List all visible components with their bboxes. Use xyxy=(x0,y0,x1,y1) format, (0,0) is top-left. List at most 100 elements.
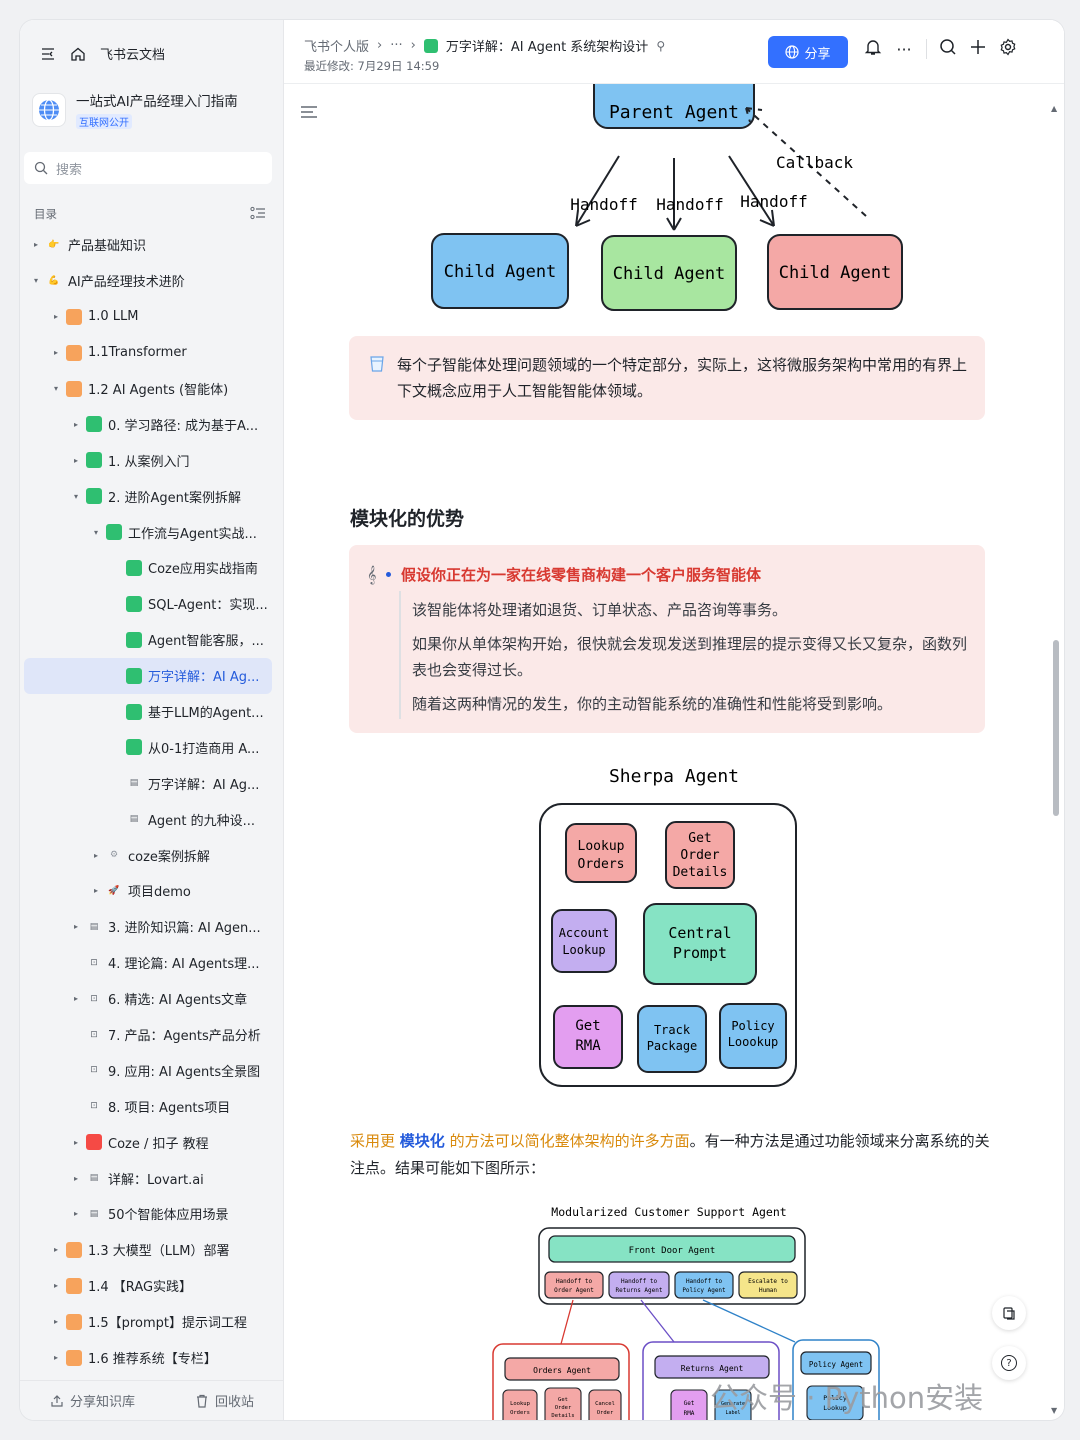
toc-item-label: 从0-1打造商用 A... xyxy=(148,741,260,757)
toc-item[interactable]: ▸1.6 推荐系统【专栏】 xyxy=(24,1340,272,1376)
toc-item[interactable]: ▸▤3. 进阶知识篇: AI Agen... xyxy=(24,909,272,945)
toc-item-label: 2. 进阶Agent案例拆解 xyxy=(108,490,242,506)
toc-item[interactable]: ⊡4. 理论篇: AI Agents理... xyxy=(24,945,272,981)
toc-item[interactable]: ⊡9. 应用: AI Agents全景图 xyxy=(24,1052,272,1088)
chevron-right-icon[interactable]: ▸ xyxy=(73,419,78,429)
chevron-right-icon[interactable]: ▸ xyxy=(93,886,98,896)
toc-item[interactable]: ▾工作流与Agent实战... xyxy=(24,514,272,550)
toc-item[interactable]: ▸1.0 LLM xyxy=(24,299,272,335)
toc-item[interactable]: SQL-Agent：实现... xyxy=(24,586,272,622)
add-icon[interactable] xyxy=(969,38,987,60)
doc-box-icon: ⊡ xyxy=(90,957,98,968)
para-highlight: 模块化 xyxy=(399,1132,445,1150)
toc-item[interactable]: ⊡8. 项目: Agents项目 xyxy=(24,1088,272,1124)
chevron-right-icon[interactable]: ▸ xyxy=(53,312,58,322)
pin-icon[interactable]: ⚲ xyxy=(656,38,666,53)
toc-item[interactable]: ▸▤详解：Lovart.ai xyxy=(24,1160,272,1196)
sherpa-agent-diagram: Sherpa Agent Lookup Orders Get Order Det… xyxy=(539,766,797,1087)
chevron-down-icon[interactable]: ▾ xyxy=(33,276,38,286)
chevron-right-icon[interactable]: ▸ xyxy=(53,1317,58,1327)
globe-logo-icon xyxy=(32,93,66,127)
doc-tool-button[interactable] xyxy=(992,1296,1026,1330)
chevron-right-icon[interactable]: ▸ xyxy=(73,994,78,1004)
search-input[interactable]: 搜索 xyxy=(24,152,272,184)
scroll-down-arrow[interactable]: ▼ xyxy=(1051,1406,1058,1415)
scrollbar[interactable]: ▲ ▼ xyxy=(1050,104,1060,1420)
last-modified: 最近修改: 7月29日 14:59 xyxy=(304,59,440,73)
toc-item[interactable]: ▾ 2. 进阶Agent案例拆解 xyxy=(24,478,272,514)
help-button[interactable]: ? xyxy=(992,1346,1026,1380)
crumb-current[interactable]: 万字详解：AI Agent 系统架构设计 xyxy=(445,40,649,55)
modular-title: Modularized Customer Support Agent xyxy=(551,1205,786,1219)
toc-item[interactable]: ▸⚙coze案例拆解 xyxy=(24,837,272,873)
toc-item[interactable]: ▸▤50个智能体应用场景 xyxy=(24,1196,272,1232)
toc-item[interactable]: Agent智能客服，... xyxy=(24,622,272,658)
toc-item[interactable]: ▸⊡6. 精选: AI Agents文章 xyxy=(24,981,272,1017)
trash-button[interactable]: 回收站 xyxy=(195,1391,254,1410)
toc-item[interactable]: ▤万字详解：AI Ag... xyxy=(24,765,272,801)
scroll-up-arrow[interactable]: ▲ xyxy=(1051,104,1058,113)
chevron-right-icon[interactable]: ▸ xyxy=(93,850,98,860)
chevron-right-icon[interactable]: ▸ xyxy=(73,455,78,465)
collapse-sidebar-icon[interactable] xyxy=(40,46,56,62)
crumb-root[interactable]: 飞书个人版 xyxy=(304,40,370,55)
toc-list-icon[interactable] xyxy=(250,206,266,223)
chevron-right-icon[interactable]: ▸ xyxy=(53,1245,58,1255)
toc-item[interactable]: Coze应用实战指南 xyxy=(24,550,272,586)
search-icon[interactable] xyxy=(939,38,957,60)
toc-item-label: 7. 产品：Agents产品分析 xyxy=(108,1029,261,1045)
toc-item[interactable]: ▸ 1.4 【RAG实践】 xyxy=(24,1268,272,1304)
chevron-right-icon[interactable]: ▸ xyxy=(33,240,38,250)
crumb-more[interactable]: ··· xyxy=(390,38,403,53)
chevron-right-icon[interactable]: ▸ xyxy=(73,1137,78,1147)
settings-gear-icon[interactable] xyxy=(999,38,1017,60)
toc-item-label: 0. 学习路径: 成为基于A... xyxy=(108,418,259,434)
chevron-right-icon[interactable]: ▸ xyxy=(53,348,58,358)
toc-item[interactable]: ▸1. 从案例入门 xyxy=(24,442,272,478)
toc-item[interactable]: ▾1.2 AI Agents (智能体) xyxy=(24,371,272,407)
share-button[interactable]: 分享 xyxy=(768,36,848,68)
toc-item-label: Coze应用实战指南 xyxy=(148,562,258,578)
chevron-right-icon[interactable]: ▸ xyxy=(53,1281,58,1291)
green-sheet-icon xyxy=(86,416,102,433)
toc-item[interactable]: ▸🚀项目demo xyxy=(24,873,272,909)
chevron-right-icon[interactable]: ▸ xyxy=(73,922,78,932)
green-sheet-icon xyxy=(86,452,102,469)
toc-item[interactable]: 从0-1打造商用 A... xyxy=(24,729,272,765)
para-part: 。有一种方法是通过功能领域来分离系统的关注点。结果可能如下图所示： xyxy=(350,1132,990,1177)
child-agent-label: Child Agent xyxy=(779,263,892,283)
app-title[interactable]: 飞书云文档 xyxy=(100,48,166,63)
chevron-right-icon[interactable]: ▸ xyxy=(53,1353,58,1363)
toc-item[interactable]: ▸ 0. 学习路径: 成为基于A... xyxy=(24,406,272,442)
toc-item[interactable]: ▸👉产品基础知识 xyxy=(24,227,272,263)
front-door-label: Front Door Agent xyxy=(629,1246,716,1256)
chevron-right-icon[interactable]: ▸ xyxy=(73,1209,78,1219)
toc-item[interactable]: 基于LLM的Agent... xyxy=(24,694,272,730)
home-icon[interactable] xyxy=(70,46,86,62)
chevron-down-icon[interactable]: ▾ xyxy=(73,491,78,501)
scroll-thumb[interactable] xyxy=(1053,640,1059,816)
toc-item[interactable]: ▾💪AI产品经理技术进阶 xyxy=(24,263,272,299)
details-label: Order xyxy=(680,848,719,863)
search-icon xyxy=(34,161,48,175)
central-prompt-box xyxy=(643,903,757,985)
toc-item[interactable]: ▸Coze / 扣子 教程 xyxy=(24,1124,272,1160)
chevron-down-icon[interactable]: ▾ xyxy=(93,527,98,537)
bell-icon[interactable] xyxy=(864,38,882,60)
more-icon[interactable]: ··· xyxy=(896,39,912,59)
toc-item[interactable]: ⊡7. 产品：Agents产品分析 xyxy=(24,1017,272,1053)
toc-item[interactable]: ▸1.3 大模型（LLM）部署 xyxy=(24,1232,272,1268)
toc-item-label: 1.5【prompt】提示词工程 xyxy=(88,1316,247,1332)
toc-item-label: 1.4 【RAG实践】 xyxy=(88,1280,193,1296)
toc-item[interactable]: ▸1.1Transformer xyxy=(24,335,272,371)
handoff-policy-box xyxy=(674,1271,734,1299)
toc-item[interactable]: ▸ 1.5【prompt】提示词工程 xyxy=(24,1304,272,1340)
toc-item[interactable]: 万字详解：AI Ag... xyxy=(24,657,272,694)
chevron-right-icon[interactable]: ▸ xyxy=(73,1173,78,1183)
chevron-down-icon[interactable]: ▾ xyxy=(53,384,58,393)
share-kb-button[interactable]: 分享知识库 xyxy=(50,1391,135,1410)
toc-item[interactable]: ▤Agent 的九种设... xyxy=(24,801,272,837)
outline-icon[interactable] xyxy=(300,104,318,123)
knowledge-base-header[interactable]: 一站式AI产品经理入门指南 互联网公开 xyxy=(32,90,238,130)
child-agent-label: Child Agent xyxy=(613,264,726,284)
